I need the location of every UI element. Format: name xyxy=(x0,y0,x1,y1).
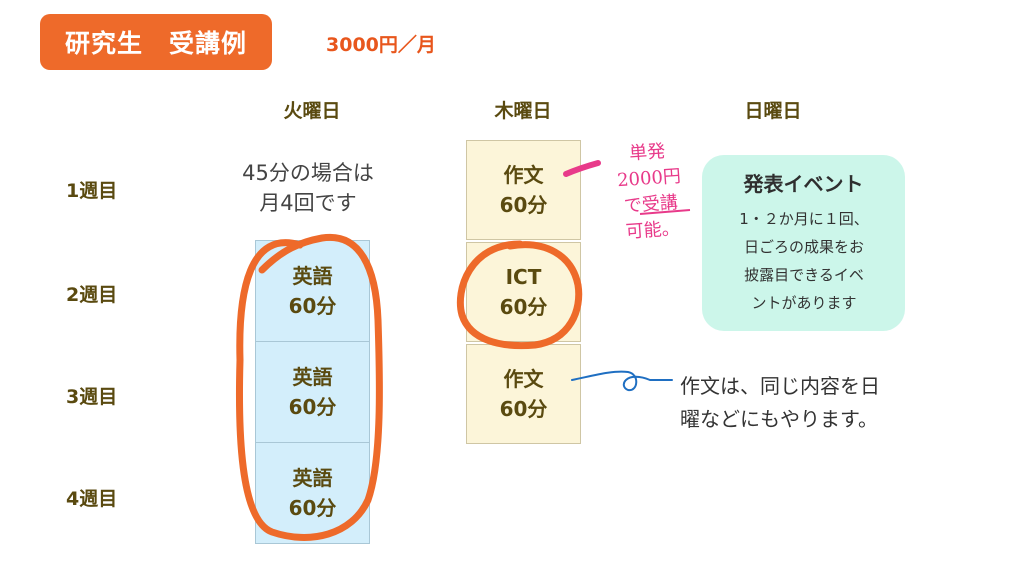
pink-dash-mark xyxy=(563,160,601,177)
tuesday-cell-week3: 英語 60分 xyxy=(255,341,370,443)
week-label-2: 2週目 xyxy=(66,284,118,306)
event-box xyxy=(702,155,905,331)
thursday-cell-week3: 作文 60分 xyxy=(466,344,581,444)
class-duration: 60分 xyxy=(499,295,548,319)
price-label: 3000円／月 xyxy=(326,34,436,56)
class-name: 英語 xyxy=(292,365,333,389)
tuesday-note-line1: 45分の場合は xyxy=(242,161,374,185)
class-name: ICT xyxy=(505,265,542,289)
sakubun-note: 作文は、同じ内容を日 曜などにもやります。 xyxy=(680,370,930,436)
event-line-4: ントがあります xyxy=(751,294,857,312)
day-header-sunday: 日曜日 xyxy=(744,100,802,122)
blue-squiggle-arrow xyxy=(571,370,673,392)
thursday-cell-week1: 作文 60分 xyxy=(466,140,581,240)
tuesday-note-line2: 月4回です xyxy=(259,191,357,215)
week-label-1: 1週目 xyxy=(66,180,118,202)
event-line-3: 披露目できるイベ xyxy=(744,266,864,284)
week-label-3: 3週目 xyxy=(66,386,118,408)
sakubun-note-line1: 作文は、同じ内容を日 xyxy=(680,374,880,398)
day-header-tuesday: 火曜日 xyxy=(283,100,341,122)
page-title-badge: 研究生 受講例 xyxy=(40,14,272,70)
class-duration: 60分 xyxy=(499,193,548,217)
sakubun-note-line2: 曜などにもやります。 xyxy=(680,407,878,431)
class-duration: 60分 xyxy=(288,294,337,318)
class-duration: 60分 xyxy=(288,395,337,419)
event-description: 1・２か月に１回、 日ごろの成果をお 披露目できるイベ ントがあります xyxy=(714,205,894,317)
week-label-4: 4週目 xyxy=(66,488,118,510)
orange-loop-english xyxy=(235,233,383,541)
pink-strike-mark xyxy=(639,209,691,215)
tuesday-note: 45分の場合は 月4回です xyxy=(218,158,398,218)
class-name: 英語 xyxy=(292,264,333,288)
orange-circle-ict xyxy=(456,240,583,350)
class-name: 作文 xyxy=(503,367,544,391)
class-duration: 60分 xyxy=(288,496,337,520)
class-name: 作文 xyxy=(503,163,544,187)
event-line-1: 1・２か月に１回、 xyxy=(739,210,869,228)
day-header-thursday: 木曜日 xyxy=(494,100,552,122)
event-line-2: 日ごろの成果をお xyxy=(743,238,864,256)
class-duration: 60分 xyxy=(499,397,548,421)
event-title: 発表イベント xyxy=(743,172,864,196)
class-name: 英語 xyxy=(292,466,333,490)
tuesday-cell-week4: 英語 60分 xyxy=(255,442,370,544)
